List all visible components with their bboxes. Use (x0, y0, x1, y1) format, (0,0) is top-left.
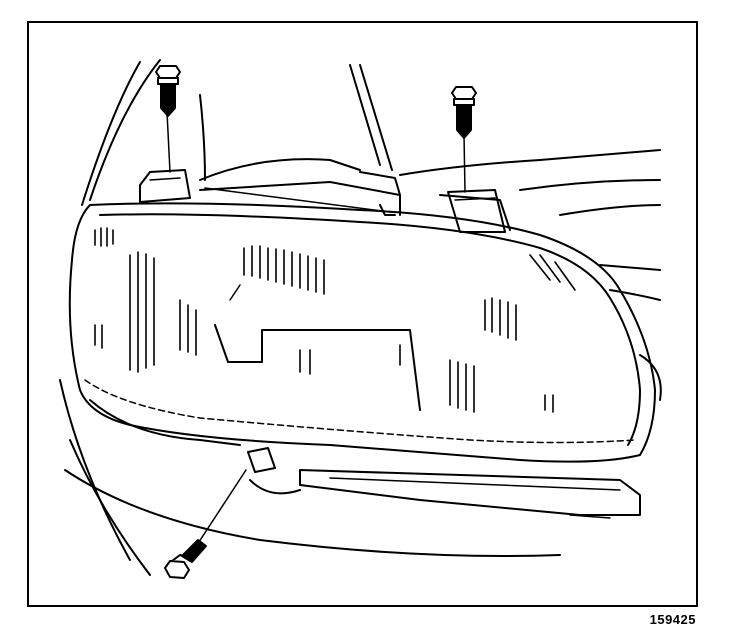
bolt-alignment-lines (166, 111, 466, 549)
headlamp-assembly (68, 171, 656, 519)
illustration-frame (27, 21, 698, 607)
lens-shading (94, 227, 576, 413)
bolt-icon (155, 65, 181, 117)
bolt-icon (164, 539, 207, 579)
vehicle-body-lines (59, 59, 662, 576)
bolt-icon (451, 86, 477, 139)
figure-number: 159425 (649, 612, 696, 627)
mounting-tabs (139, 169, 506, 473)
